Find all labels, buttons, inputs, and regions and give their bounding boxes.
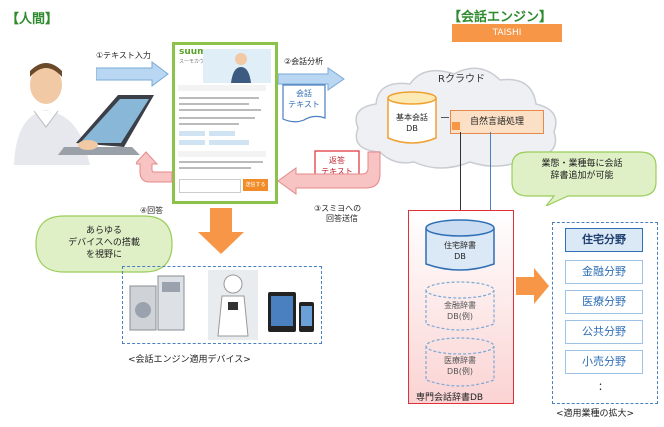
bubble-left-line1: あらゆる	[85, 226, 122, 236]
dictionary-box-label: 専門会話辞書DB	[416, 393, 484, 403]
cloud-dict-connector-2	[490, 132, 491, 210]
chat-app-screen: suumo スーモカウンター 送信する	[172, 42, 278, 204]
industry-finance: 金融分野	[565, 260, 643, 284]
db-nlp-connector	[441, 117, 449, 118]
bubble-left-line3: を視野に	[85, 250, 122, 260]
arrow-reply	[277, 151, 381, 195]
orange-right-arrow	[516, 268, 549, 304]
engine-title: 【会話エンジン】	[448, 10, 553, 25]
chat-line	[179, 109, 261, 111]
base-db-cylinder	[387, 91, 437, 144]
conversation-text-doc	[282, 84, 326, 123]
devices-caption: <会話エンジン適用デバイス>	[128, 355, 251, 365]
chat-line	[179, 123, 239, 125]
bubble-right-line2: 辞書追加が可能	[550, 171, 614, 181]
finance-db-line1: 金融辞書	[444, 301, 476, 310]
chat-line	[179, 167, 251, 169]
arrow-text-input	[96, 61, 169, 87]
reply-text-label: 返答 テキスト	[314, 155, 360, 177]
human-title: 【人間】	[6, 12, 59, 27]
industry-medical: 医療分野	[565, 290, 643, 314]
arrow-answer	[136, 151, 173, 183]
chat-link	[179, 131, 205, 136]
step4-label: ④回答	[140, 206, 164, 215]
medical-db-line1: 医療辞書	[444, 356, 476, 365]
speech-bubble-left	[35, 215, 173, 273]
industries-more: ：	[598, 382, 608, 393]
pepper-robot-image	[208, 270, 258, 340]
chat-link	[179, 140, 205, 145]
finance-db-cylinder	[425, 281, 495, 331]
doc-conv-line2: テキスト	[288, 100, 320, 109]
industries-caption: <適用業種の拡大>	[556, 409, 635, 419]
person-laptop-illustration	[14, 63, 154, 165]
housing-db-label: 住宅辞書 DB	[424, 240, 496, 262]
medical-db-label: 医療辞書 DB(例)	[424, 355, 496, 377]
step3-label-1: ③スミヨへの	[314, 204, 362, 213]
chat-line	[178, 85, 266, 91]
chat-line	[178, 151, 266, 157]
base-db-line1: 基本会話	[396, 113, 428, 122]
housing-db-cylinder	[425, 219, 495, 271]
nlp-box: 自然言語処理	[450, 110, 544, 134]
industries-box	[552, 222, 658, 404]
app-brand-sub: スーモカウンター	[179, 59, 220, 65]
chat-line	[179, 161, 263, 163]
step1-label: ①テキスト入力	[96, 51, 151, 60]
nlp-accent	[452, 122, 460, 130]
housing-db-line1: 住宅辞書	[444, 241, 476, 250]
base-db-line2: DB	[406, 124, 418, 133]
chat-line	[179, 117, 255, 119]
conversation-text-label: 会話 テキスト	[282, 88, 326, 110]
step3-label-2: 回答送信	[326, 214, 358, 223]
devices-box	[122, 266, 322, 344]
doc-reply-line2: テキスト	[321, 167, 353, 176]
bubble-right-line1: 業態・業種毎に会話	[541, 159, 623, 169]
appliances-image	[129, 275, 185, 331]
chat-line	[179, 97, 259, 99]
housing-db-line2: DB	[454, 252, 466, 261]
chat-link	[209, 140, 249, 145]
finance-db-label: 金融辞書 DB(例)	[424, 300, 496, 322]
cloud-label: Rクラウド	[438, 74, 485, 85]
speech-bubble-right	[511, 151, 657, 206]
medical-db-line2: DB(例)	[447, 367, 473, 376]
bubble-right-text: 業態・業種毎に会話 辞書追加が可能	[512, 158, 652, 182]
orange-down-arrow	[198, 208, 244, 254]
industry-housing: 住宅分野	[565, 228, 643, 252]
finance-db-line2: DB(例)	[447, 312, 473, 321]
industry-public: 公共分野	[565, 320, 643, 344]
doc-reply-line1: 返答	[329, 156, 345, 165]
bubble-left-text: あらゆる デバイスへの搭載 を視野に	[38, 225, 170, 261]
app-brand: suumo	[179, 47, 213, 57]
bubble-left-line2: デバイスへの搭載	[68, 238, 140, 248]
send-button[interactable]: 送信する	[243, 179, 268, 191]
base-db-label: 基本会話 DB	[386, 112, 438, 134]
chat-line	[179, 103, 249, 105]
chat-link	[209, 131, 235, 136]
doc-conv-line1: 会話	[296, 89, 312, 98]
app-header-illustration	[203, 49, 271, 83]
engine-name-bar: TAISHI	[452, 24, 562, 42]
industry-retail: 小売分野	[565, 350, 643, 374]
tablet-phone-image	[268, 292, 314, 332]
medical-db-cylinder	[425, 337, 495, 387]
arrow-analysis	[278, 67, 345, 91]
chat-input[interactable]	[179, 179, 241, 193]
cloud-dict-connector	[460, 132, 461, 210]
step2-label: ②会話分析	[284, 57, 324, 66]
